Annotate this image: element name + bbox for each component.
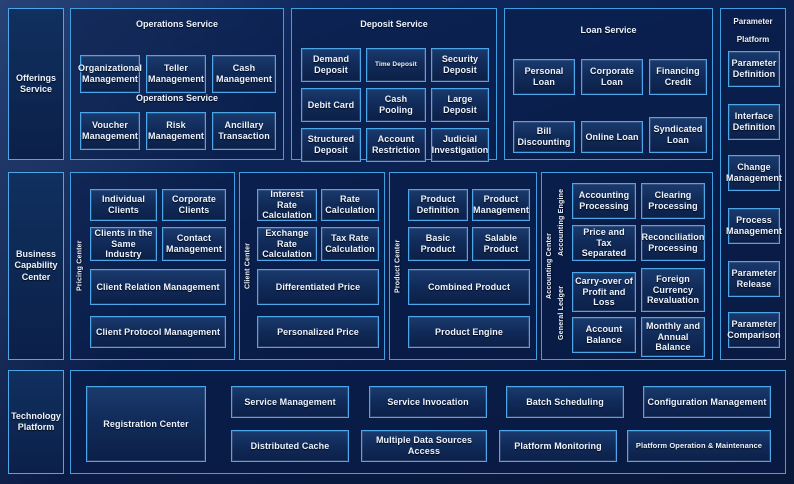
- box-rate-calculation[interactable]: Rate Calculation: [321, 189, 379, 221]
- row-label-technology-platform-text: Technology Platform: [11, 410, 61, 432]
- box-personalized-price[interactable]: Personalized Price: [257, 316, 379, 348]
- box-clients-in-the-same-industry[interactable]: Clients in the Same Industry: [90, 227, 157, 261]
- box-price-and-tax-separated[interactable]: Price and Tax Separated: [572, 225, 636, 261]
- vertical-label-accounting-engine: Accounting Engine: [558, 188, 565, 256]
- box-configuration-management[interactable]: Configuration Management: [643, 386, 771, 418]
- box-interest-rate-calculation[interactable]: Interest Rate Calculation: [257, 189, 317, 221]
- box-teller-management[interactable]: Teller Management: [146, 55, 206, 93]
- box-time-deposit[interactable]: Time Deposit: [366, 48, 426, 82]
- box-bill-discounting[interactable]: Bill Discounting: [513, 121, 575, 153]
- box-differentiated-price[interactable]: Differentiated Price: [257, 269, 379, 305]
- group-title-parameter-platform-line1: Parameter: [733, 17, 773, 26]
- row-label-technology-platform: Technology Platform: [8, 370, 64, 474]
- box-platform-monitoring[interactable]: Platform Monitoring: [499, 430, 617, 462]
- box-monthly-and-annual-balance[interactable]: Monthly and Annual Balance: [641, 317, 705, 357]
- box-product-definition[interactable]: Product Definition: [408, 189, 468, 221]
- row-label-offerings-service: Offerings Service: [8, 8, 64, 160]
- box-change-management[interactable]: Change Management: [726, 155, 782, 191]
- box-personal-loan[interactable]: Personal Loan: [513, 59, 575, 95]
- box-basic-product[interactable]: Basic Product: [408, 227, 468, 261]
- box-account-restriction[interactable]: Account Restriction: [366, 128, 426, 162]
- box-security-deposit[interactable]: Security Deposit: [431, 48, 489, 82]
- box-interface-definition[interactable]: Interface Definition: [728, 104, 780, 140]
- box-tax-rate-calculation[interactable]: Tax Rate Calculation: [321, 227, 379, 261]
- box-reconciliation-processing[interactable]: Reconciliation Processing: [641, 225, 705, 261]
- group-title-operations-service: Operations Service: [135, 19, 219, 29]
- box-salable-product[interactable]: Salable Product: [472, 227, 530, 261]
- group-accounting-center: Accounting Center Accounting Engine Gene…: [541, 172, 713, 360]
- group-title-parameter-platform-line2: Platform: [736, 35, 770, 44]
- box-product-management[interactable]: Product Management: [472, 189, 530, 221]
- box-client-protocol-management[interactable]: Client Protocol Management: [90, 316, 226, 348]
- vertical-label-pricing-center: Pricing Center: [76, 240, 84, 292]
- box-accounting-processing[interactable]: Accounting Processing: [572, 183, 636, 219]
- box-judicial-investigation[interactable]: Judicial Investigation: [431, 128, 489, 162]
- box-product-engine[interactable]: Product Engine: [408, 316, 530, 348]
- box-parameter-release[interactable]: Parameter Release: [728, 261, 780, 297]
- group-title-loan-service: Loan Service: [580, 25, 637, 35]
- row-label-business-capability-center-text: Business Capability Center: [14, 249, 58, 282]
- box-voucher-management[interactable]: Voucher Management: [80, 112, 140, 150]
- box-syndicated-loan[interactable]: Syndicated Loan: [649, 117, 707, 153]
- box-financing-credit[interactable]: Financing Credit: [649, 59, 707, 95]
- box-cash-management[interactable]: Cash Management: [212, 55, 276, 93]
- box-carry-over-of-profit-and-loss[interactable]: Carry-over of Profit and Loss: [572, 272, 636, 312]
- box-parameter-definition[interactable]: Parameter Definition: [728, 51, 780, 87]
- box-clearing-processing[interactable]: Clearing Processing: [641, 183, 705, 219]
- box-debit-card[interactable]: Debit Card: [301, 88, 361, 122]
- box-batch-scheduling[interactable]: Batch Scheduling: [506, 386, 624, 418]
- box-ancillary-transaction[interactable]: Ancillary Transaction: [212, 112, 276, 150]
- box-corporate-clients[interactable]: Corporate Clients: [162, 189, 226, 221]
- group-parameter-platform: Parameter Platform Parameter Definition …: [720, 8, 786, 360]
- vertical-label-client-center: Client Center: [244, 242, 252, 290]
- box-corporate-loan[interactable]: Corporate Loan: [581, 59, 643, 95]
- group-client-center: Client Center Interest Rate Calculation …: [239, 172, 385, 360]
- box-demand-deposit[interactable]: Demand Deposit: [301, 48, 361, 82]
- box-client-relation-management[interactable]: Client Relation Management: [90, 269, 226, 305]
- box-parameter-comparison[interactable]: Parameter Comparison: [727, 312, 781, 348]
- box-platform-operation-and-maintenance[interactable]: Platform Operation & Maintenance: [627, 430, 771, 462]
- box-organizational-management[interactable]: Organizational Management: [78, 55, 142, 93]
- row-label-offerings-service-text: Offerings Service: [15, 72, 56, 94]
- box-risk-management[interactable]: Risk Management: [146, 112, 206, 150]
- box-foreign-currency-revaluation[interactable]: Foreign Currency Revaluation: [641, 268, 705, 312]
- box-exchange-rate-calculation[interactable]: Exchange Rate Calculation: [257, 227, 317, 261]
- box-process-management[interactable]: Process Management: [726, 208, 782, 244]
- vertical-label-product-center: Product Center: [394, 239, 402, 293]
- box-account-balance[interactable]: Account Balance: [572, 317, 636, 353]
- vertical-label-accounting-center: Accounting Center: [546, 233, 553, 300]
- group-deposit-service: Deposit Service Demand Deposit Time Depo…: [291, 8, 497, 162]
- box-individual-clients[interactable]: Individual Clients: [90, 189, 157, 221]
- box-service-invocation[interactable]: Service Invocation: [369, 386, 487, 418]
- group-pricing-center: Pricing Center Individual Clients Corpor…: [70, 172, 235, 360]
- box-large-deposit[interactable]: Large Deposit: [431, 88, 489, 122]
- box-multiple-data-sources-access[interactable]: Multiple Data Sources Access: [361, 430, 487, 462]
- box-service-management[interactable]: Service Management: [231, 386, 349, 418]
- group-subtitle-operations-service: Operations Service: [135, 93, 219, 103]
- box-registration-center[interactable]: Registration Center: [86, 386, 206, 462]
- group-product-center: Product Center Product Definition Produc…: [389, 172, 537, 360]
- box-structured-deposit[interactable]: Structured Deposit: [301, 128, 361, 162]
- vertical-label-general-ledger: General Ledger: [558, 285, 565, 341]
- box-cash-pooling[interactable]: Cash Pooling: [366, 88, 426, 122]
- box-online-loan[interactable]: Online Loan: [581, 121, 643, 153]
- box-combined-product[interactable]: Combined Product: [408, 269, 530, 305]
- group-technology-platform: Registration Center Service Management S…: [70, 370, 786, 474]
- group-loan-service: Loan Service Personal Loan Corporate Loa…: [504, 8, 713, 160]
- group-operations-service: Operations Service Operations Service Or…: [70, 8, 284, 160]
- box-distributed-cache[interactable]: Distributed Cache: [231, 430, 349, 462]
- group-title-deposit-service: Deposit Service: [360, 19, 428, 29]
- box-contact-management[interactable]: Contact Management: [162, 227, 226, 261]
- row-label-business-capability-center: Business Capability Center: [8, 172, 64, 360]
